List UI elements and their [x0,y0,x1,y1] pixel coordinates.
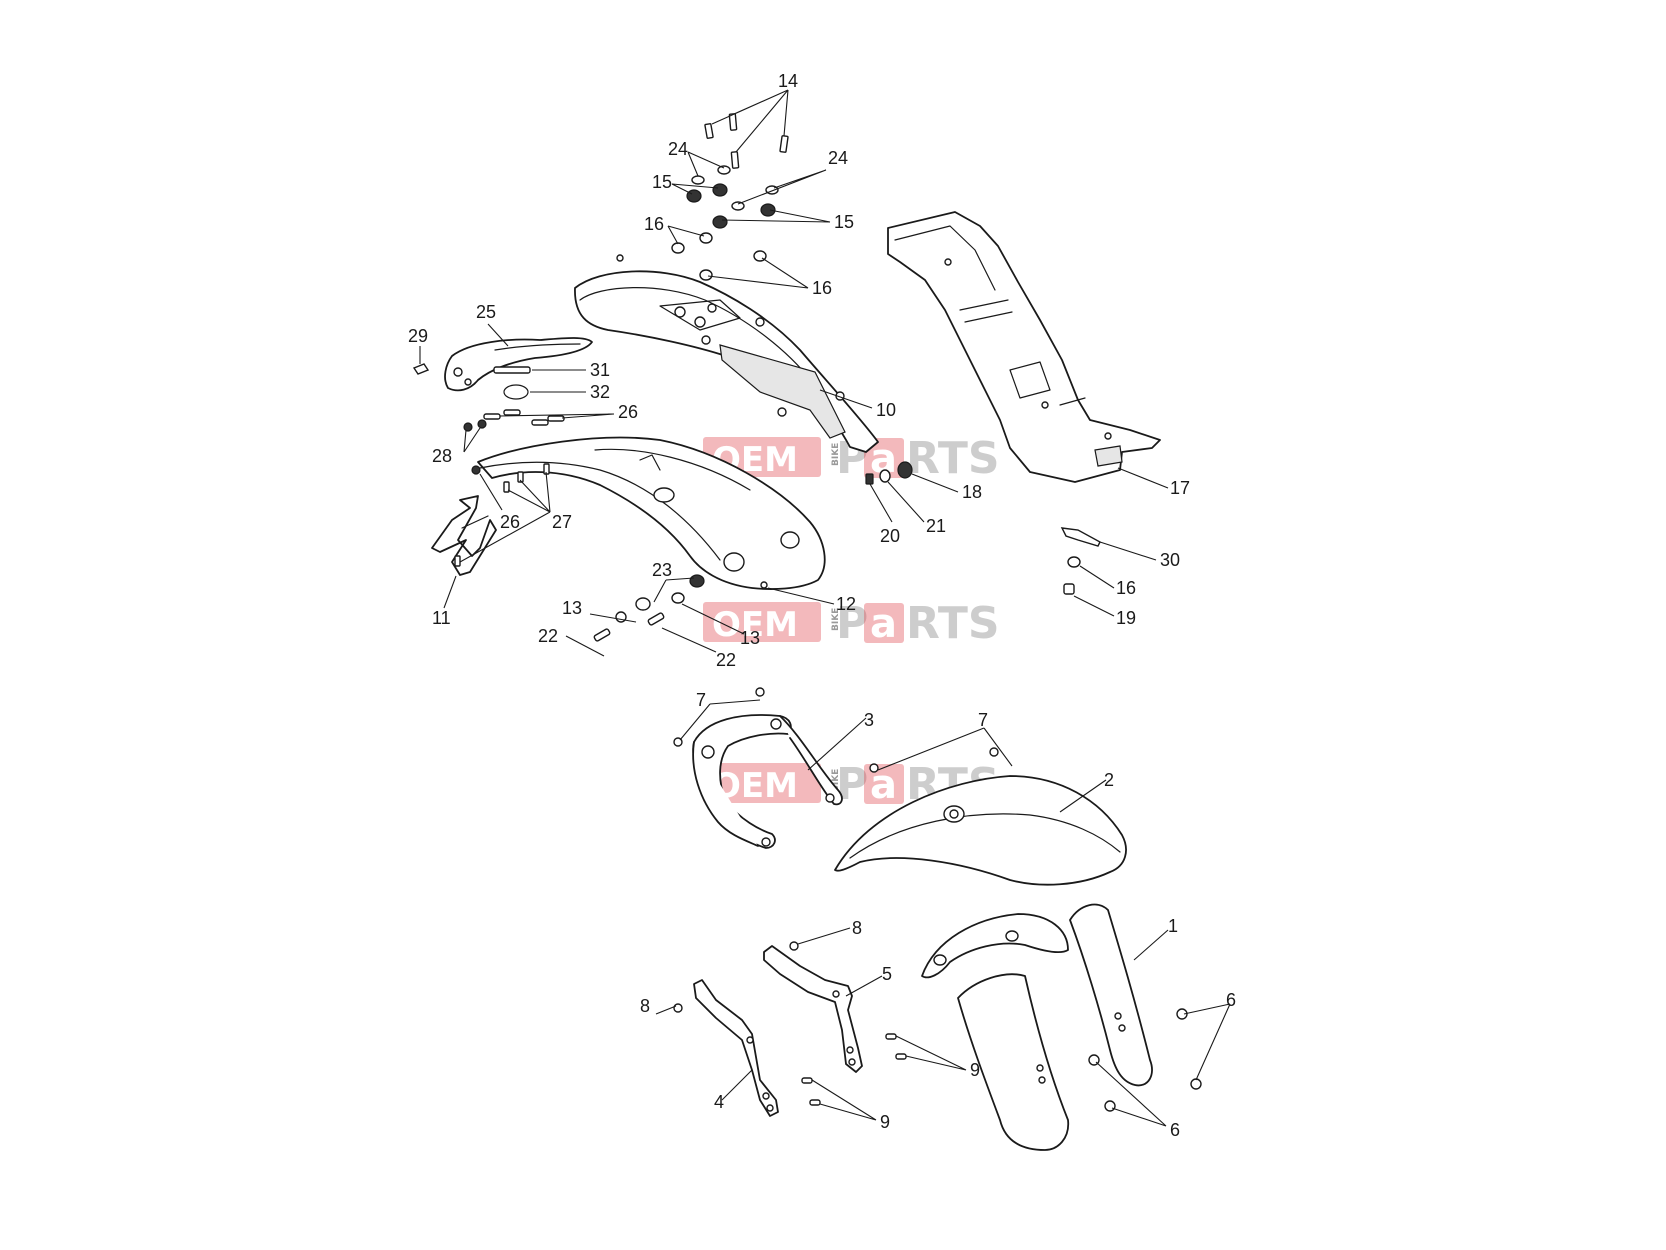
callout-16: 16 [812,278,832,298]
callout-24: 24 [828,148,848,168]
callout-19: 19 [1116,608,1136,628]
svg-text:RTS: RTS [906,433,1000,484]
callout-8: 8 [640,996,650,1016]
callout-8: 8 [852,918,862,938]
callout-23: 23 [652,560,672,580]
hardware-washers-grommets [671,165,779,281]
hardware-bolts-14 [704,113,789,169]
svg-text:BIKE: BIKE [831,769,841,792]
callout-2: 2 [1104,770,1114,790]
part-11-bracket [431,495,497,576]
watermark-2: OEM BIKE P a RTS [703,598,1000,649]
callout-labels: 14 24 24 15 15 16 16 25 29 31 32 26 28 2… [408,71,1236,1140]
callout-12: 12 [836,594,856,614]
part-5-bracket [763,945,863,1073]
part-4-bracket [693,979,779,1117]
part-2-front-mudguard [834,775,1127,886]
callout-22: 22 [716,650,736,670]
svg-text:P: P [836,598,868,649]
callout-20: 20 [880,526,900,546]
callout-7: 7 [978,710,988,730]
part-12-inner-mudguard [477,436,826,590]
callout-6: 6 [1226,990,1236,1010]
callout-18: 18 [962,482,982,502]
callout-25: 25 [476,302,496,322]
callout-31: 31 [590,360,610,380]
callout-16: 16 [1116,578,1136,598]
part-3-brace [692,714,843,849]
callout-17: 17 [1170,478,1190,498]
svg-text:BIKE: BIKE [831,608,841,631]
callout-15: 15 [834,212,854,232]
callout-1: 1 [1168,916,1178,936]
callout-16: 16 [644,214,664,234]
part-25-grab-handle [444,337,593,392]
callout-22: 22 [538,626,558,646]
leader-lines [419,89,1231,1127]
callout-11: 11 [432,608,451,628]
part-10-rear-mudguard [574,254,879,453]
callout-10: 10 [876,400,896,420]
callout-29: 29 [408,326,428,346]
hardware-misc-front [673,687,1202,1112]
callout-26: 26 [618,402,638,422]
svg-text:a: a [870,601,897,647]
hardware-misc-undertray [865,461,1101,595]
svg-text:BIKE: BIKE [831,443,841,466]
callout-5: 5 [882,964,892,984]
callout-27: 27 [552,512,572,532]
callout-14: 14 [778,71,798,91]
callout-28: 28 [432,446,452,466]
svg-text:RTS: RTS [906,598,1000,649]
callout-6: 6 [1170,1120,1180,1140]
part-17-undertray [887,211,1161,483]
callout-4: 4 [714,1092,724,1112]
callout-15: 15 [652,172,672,192]
callout-13: 13 [740,628,760,648]
callout-9: 9 [880,1112,890,1132]
callout-9: 9 [970,1060,980,1080]
hardware-misc-rear [412,363,705,642]
callout-21: 21 [926,516,946,536]
callout-24: 24 [668,139,688,159]
part-1-fork-guards [921,903,1153,1151]
callout-7: 7 [696,690,706,710]
callout-30: 30 [1160,550,1180,570]
callout-13: 13 [562,598,582,618]
callout-26: 26 [500,512,520,532]
callout-3: 3 [864,710,874,730]
callout-32: 32 [590,382,610,402]
